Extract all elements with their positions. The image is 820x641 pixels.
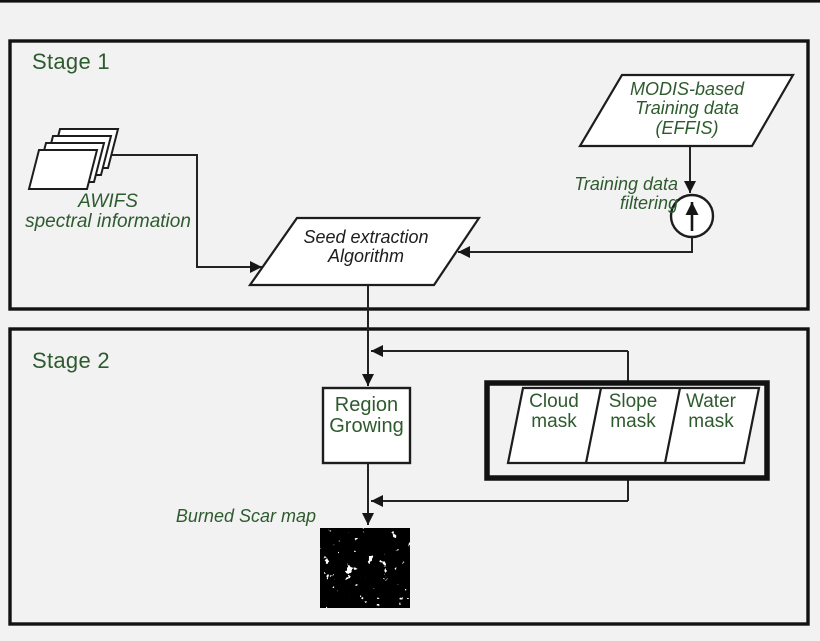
- map-speckles: [320, 528, 410, 608]
- water-mask-label: Water mask: [686, 391, 736, 433]
- filter-icon: [669, 193, 715, 239]
- modis-training-node: [578, 73, 795, 148]
- stage2-label: Stage 2: [32, 348, 110, 373]
- stage1-label: Stage 1: [32, 49, 110, 74]
- top-border-line: [0, 0, 820, 3]
- arrow-filter-to-seed: [458, 237, 693, 258]
- stage2-frame: [8, 327, 810, 626]
- stage1-frame: [8, 39, 810, 311]
- awifs-stack-icon: [27, 128, 120, 190]
- modis-label: MODIS-based Training data (EFFIS): [629, 79, 745, 138]
- mask-divider: [584, 387, 603, 464]
- awifs-label: AWIFS spectral information: [25, 191, 191, 233]
- region-growing-label: Region Growing: [329, 394, 404, 438]
- seed-extraction-node: [247, 216, 482, 287]
- mask-divider: [663, 387, 682, 464]
- cloud-mask-label: Cloud mask: [529, 391, 579, 433]
- seed-extraction-label: Seed extraction Algorithm: [303, 227, 429, 267]
- arrow-awifs-to-seed: [100, 154, 262, 273]
- burned-scar-map-label: Burned Scar map: [175, 506, 316, 526]
- filtering-label: Training data filtering: [574, 174, 678, 214]
- burned-scar-map-image: [320, 528, 410, 608]
- awifs-sheet: [27, 149, 99, 190]
- region-growing-node: [321, 386, 412, 465]
- slope-mask-label: Slope mask: [608, 391, 658, 433]
